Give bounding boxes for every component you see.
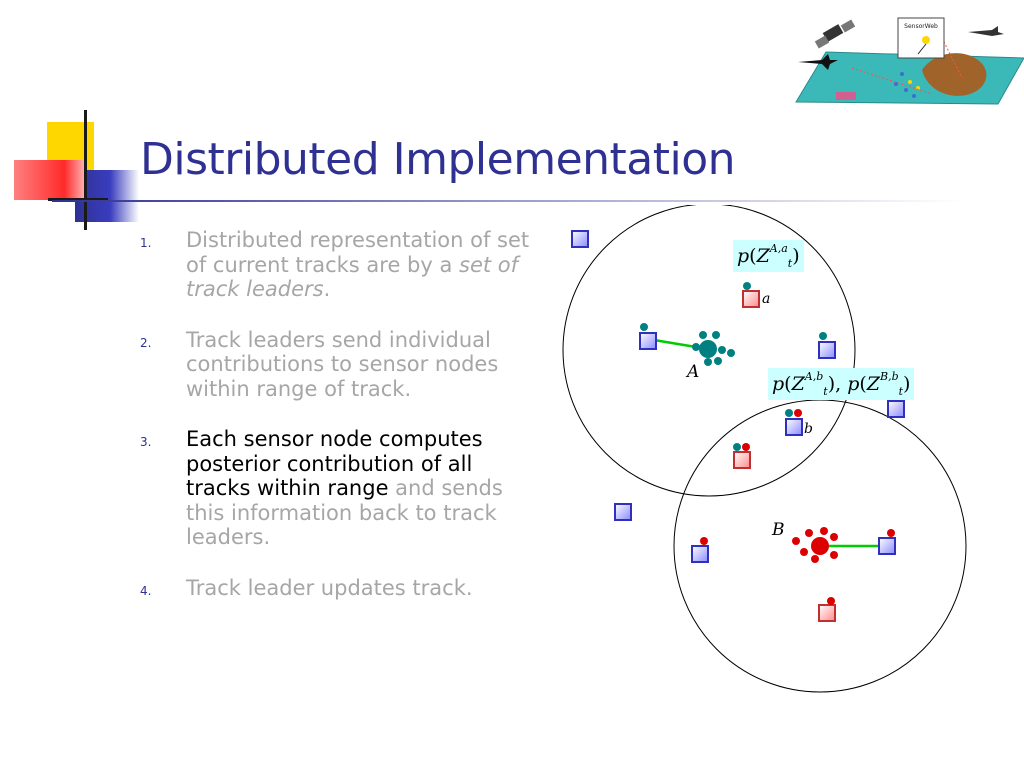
range-circle-A xyxy=(562,205,856,497)
list-number: 4. xyxy=(140,583,152,598)
list-item: 4. Track leader updates track. xyxy=(140,576,540,601)
formula-sup: A,b xyxy=(804,370,824,383)
sensorweb-illustration: SensorWeb xyxy=(795,17,1024,105)
sensor-node-blue xyxy=(818,341,836,359)
map-patch xyxy=(836,92,856,100)
track-label-B: B xyxy=(771,520,785,540)
formula-Z: Z xyxy=(791,373,805,395)
list-number: 3. xyxy=(140,435,152,449)
item-text: Distributed representation of set of cur… xyxy=(186,228,530,277)
node-label-b: b xyxy=(804,421,813,437)
item-text: and sends this information back to track… xyxy=(186,476,503,549)
formula-sup: B,b xyxy=(880,370,899,383)
formula-p: p xyxy=(772,373,785,395)
item-text-highlight: Each sensor node computes posterior cont… xyxy=(186,427,483,500)
aircraft-icon xyxy=(968,26,1004,36)
item-text-emphasis: set of track leaders xyxy=(186,252,519,302)
track-diagram: A B a b xyxy=(562,205,967,693)
sensor-node-blue xyxy=(785,418,803,436)
sensor-node-blue xyxy=(614,503,632,521)
node-label-a: a xyxy=(762,291,770,307)
list-number: 2. xyxy=(140,335,152,350)
formula-track-b: p(ZA,bt), p(ZB,bt) xyxy=(768,368,915,400)
list-number: 1. xyxy=(140,236,152,250)
list-item: 2. Track leaders send individual contrib… xyxy=(140,328,540,402)
deco-vertical-line xyxy=(84,110,87,230)
formula-sub: t xyxy=(898,384,904,398)
formula-sup: A,a xyxy=(769,242,788,255)
sensor-node-red xyxy=(818,604,836,622)
formula-p: p xyxy=(737,245,750,267)
formula-Z: Z xyxy=(756,245,770,267)
satellite-icon xyxy=(814,19,856,49)
formula-Z: Z xyxy=(866,373,880,395)
deco-horizontal-line xyxy=(48,198,108,201)
sensor-node-blue xyxy=(639,332,657,350)
land-shape xyxy=(922,53,987,96)
list-item: 3. Each sensor node computes posterior c… xyxy=(140,427,540,550)
formula-sub: t xyxy=(823,384,828,398)
formula-p: p xyxy=(847,373,860,395)
track-leader-A xyxy=(692,331,735,366)
numbered-list: 1. Distributed representation of set of … xyxy=(140,228,540,626)
item-text: Track leaders send individual contributi… xyxy=(186,327,499,401)
track-leader-B xyxy=(792,527,838,563)
list-item: 1. Distributed representation of set of … xyxy=(140,228,540,302)
sensor-node-blue xyxy=(691,545,709,563)
sensor-node-blue xyxy=(887,400,905,418)
deco-red-square xyxy=(14,160,86,200)
sensorweb-logo-text: SensorWeb xyxy=(904,23,938,30)
item-text: Track leader updates track. xyxy=(186,575,473,600)
slide-title: Distributed Implementation xyxy=(140,134,736,185)
title-underline xyxy=(52,200,962,202)
item-text-end: . xyxy=(323,277,331,301)
measurement-dots xyxy=(640,282,895,605)
airplane-icon xyxy=(798,54,838,70)
range-circle-B xyxy=(673,399,967,693)
sensor-node-blue xyxy=(571,230,589,248)
sensor-node-red xyxy=(742,290,760,308)
sensor-node-red xyxy=(733,451,751,469)
sensor-node-blue xyxy=(878,537,896,555)
formula-track-a: p(ZA,at) xyxy=(733,240,804,272)
track-label-A: A xyxy=(685,362,699,382)
formula-sub: t xyxy=(787,256,793,270)
map-plane xyxy=(795,51,1024,105)
sensorweb-logo-box: SensorWeb xyxy=(897,17,945,59)
